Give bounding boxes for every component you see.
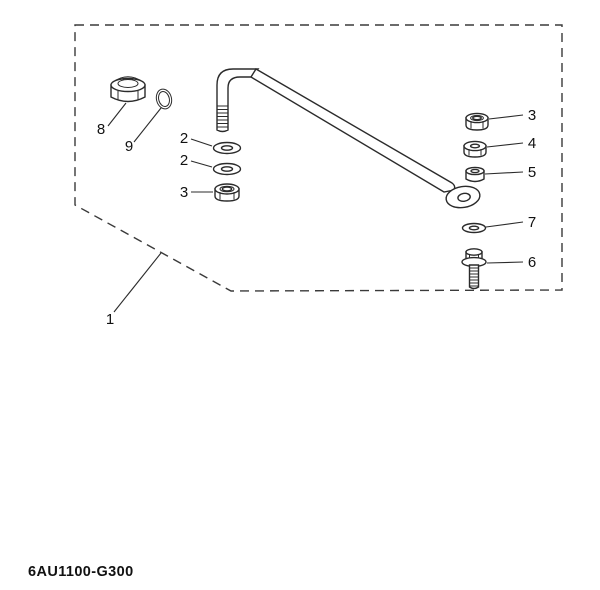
callout-3-left: 3 — [180, 184, 188, 201]
collar-spacer-part — [465, 166, 485, 183]
rod-arm — [250, 68, 456, 193]
o-ring-part — [155, 88, 173, 110]
callout-5: 5 — [528, 164, 536, 181]
callout-9: 9 — [125, 138, 133, 155]
leader-6 — [486, 261, 524, 264]
self-locking-nut-right-part — [465, 112, 489, 131]
leader-9 — [133, 107, 162, 143]
leader-4 — [486, 142, 524, 148]
washer-lower-left-part — [212, 162, 242, 176]
leader-8 — [107, 102, 127, 127]
thread-hatching-bolt — [469, 267, 479, 287]
leader-2-upper — [190, 138, 213, 147]
thread-hatching-rod — [216, 105, 229, 128]
callout-1: 1 — [106, 311, 114, 328]
callout-8: 8 — [97, 121, 105, 138]
washer-upper-left-part — [212, 141, 242, 155]
leader-3-right — [488, 114, 524, 120]
nut-part — [463, 140, 487, 158]
leader-2-lower — [190, 160, 213, 168]
callout-3-right: 3 — [528, 107, 536, 124]
rod-eye-end — [445, 185, 481, 209]
leader-1 — [113, 252, 162, 313]
callout-7: 7 — [528, 214, 536, 231]
washer-right-part — [461, 222, 487, 234]
callout-6: 6 — [528, 254, 536, 271]
callout-2-upper: 2 — [180, 130, 188, 147]
part-code-label: 6AU1100-G300 — [28, 564, 134, 580]
steering-link-rod — [216, 68, 481, 209]
self-locking-nut-left-part — [214, 183, 240, 202]
leader-7 — [485, 221, 524, 228]
leader-lines — [107, 102, 524, 313]
callout-4: 4 — [528, 135, 536, 152]
cap-nut-part — [110, 76, 146, 103]
bolt-part — [461, 248, 487, 290]
callout-2-lower: 2 — [180, 152, 188, 169]
leader-5 — [484, 171, 524, 175]
assembly-boundary-dashed-outline — [74, 24, 563, 292]
